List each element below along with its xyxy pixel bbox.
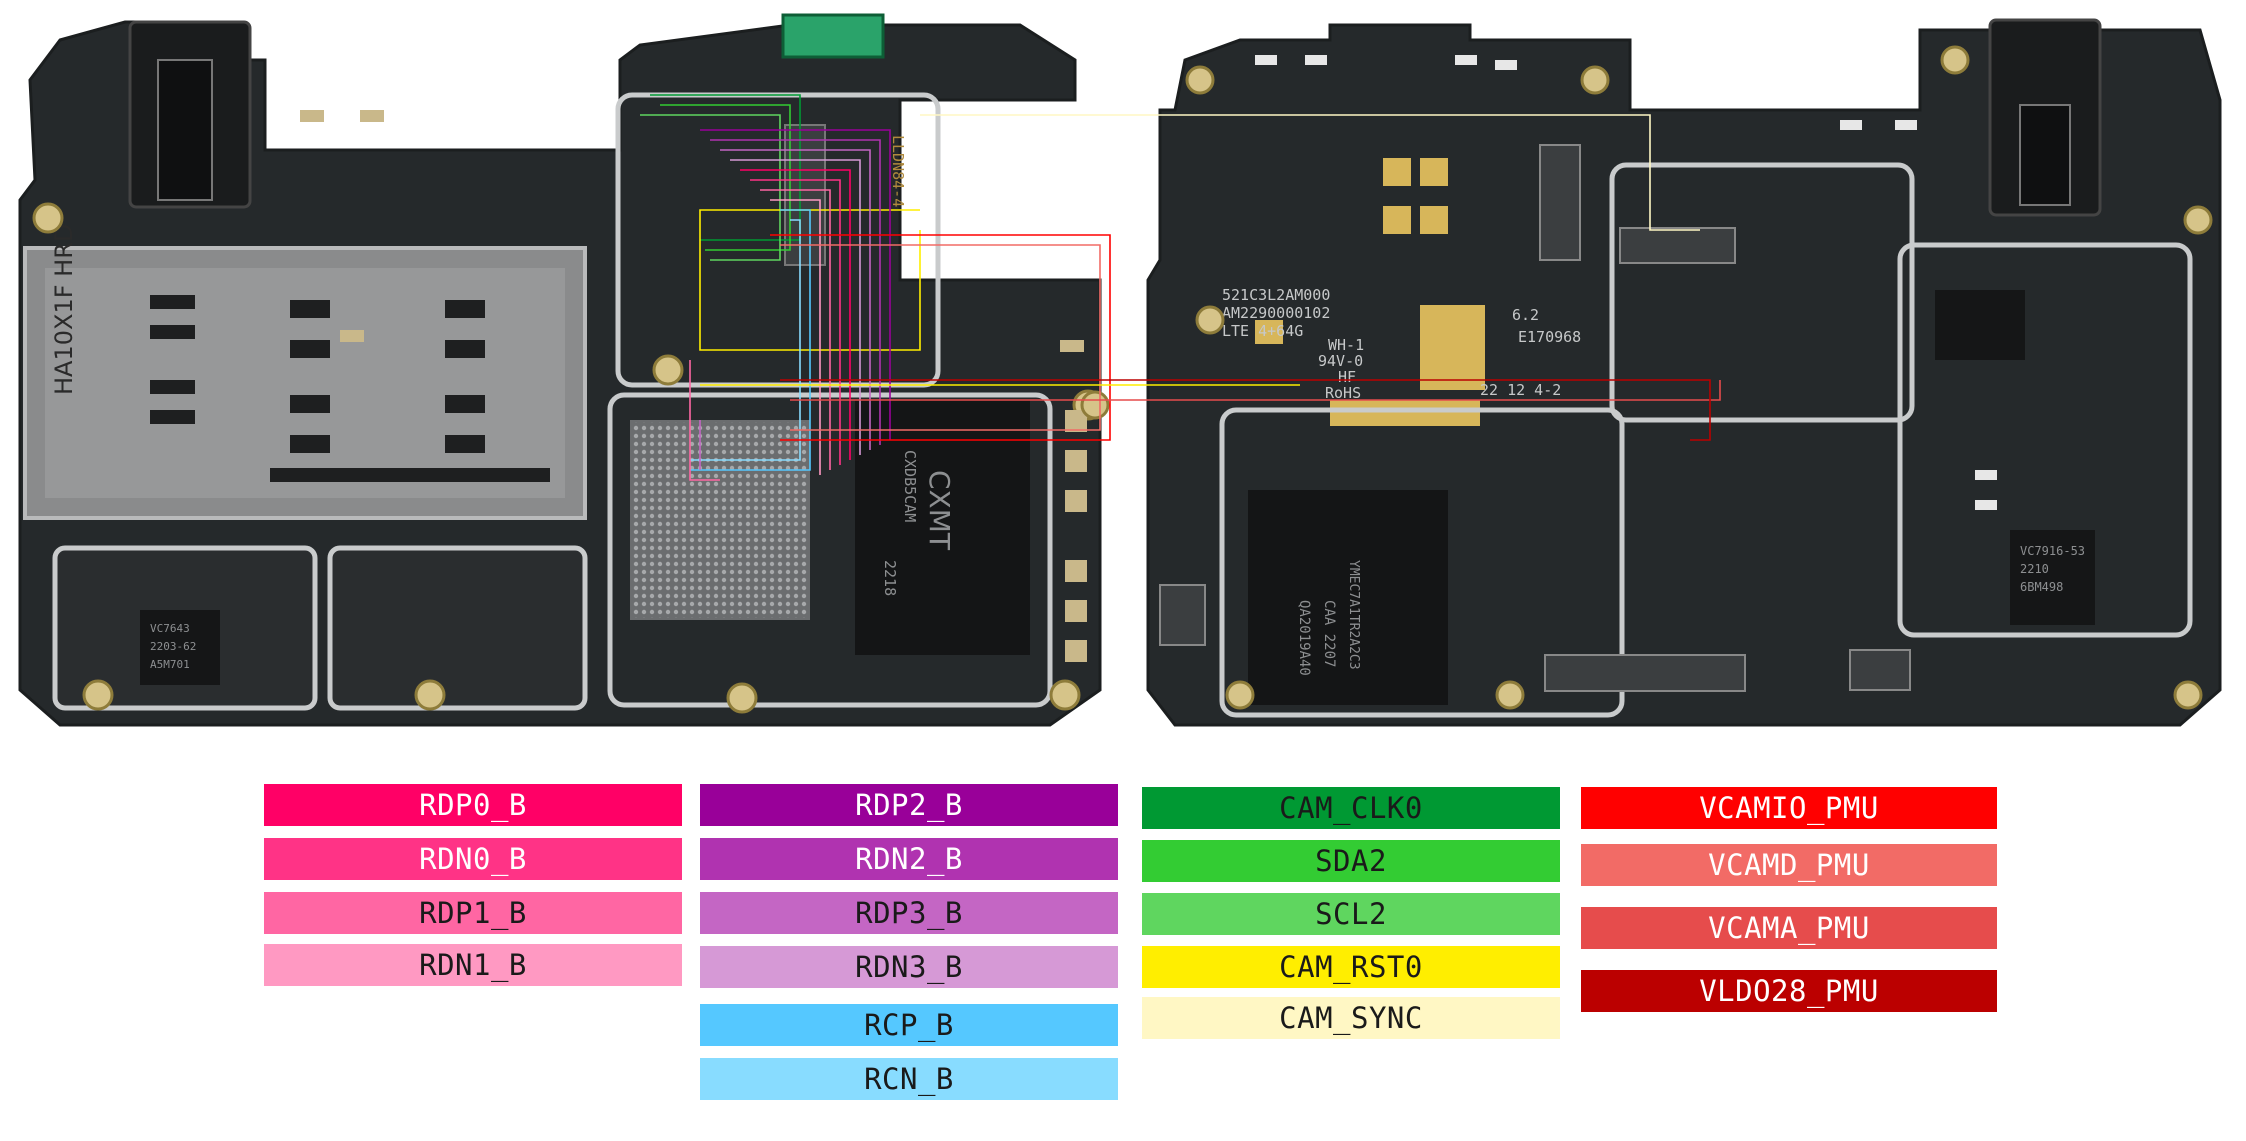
pcb-hf: HF	[1338, 368, 1356, 386]
right-chip-code2: YMEC7A1TR2A2C3	[1346, 560, 1361, 670]
sim-tray-text: HA10X1F HRD	[50, 224, 78, 395]
left-pmic-code: 2203-62	[150, 640, 196, 653]
pcb-e: E170968	[1518, 328, 1581, 346]
legend-swatch-vcama-pmu: VCAMA_PMU	[1581, 907, 1997, 949]
legend-swatch-cam-rst0: CAM_RST0	[1142, 946, 1560, 988]
pcb-rohs: RoHS	[1325, 384, 1361, 402]
legend-swatch-rdn0-b: RDN0_B	[264, 838, 682, 880]
legend-swatch-rcn-b: RCN_B	[700, 1058, 1118, 1100]
legend-swatch-rdn3-b: RDN3_B	[700, 946, 1118, 988]
legend-swatch-cam-clk0: CAM_CLK0	[1142, 787, 1560, 829]
right-board: 521C3L2AM000 AM2290000102 LTE 4+64G WH-1…	[1080, 18, 2222, 727]
right-pmic-code: 2210	[2020, 562, 2049, 576]
left-board: HA10X1F HRD VC7643 2203-62 A5M701 CXMT C…	[18, 13, 1104, 727]
left-pmic-marking: VC7643	[150, 622, 190, 635]
right-pmic-marking: VC7916-53	[2020, 544, 2085, 558]
legend-swatch-scl2: SCL2	[1142, 893, 1560, 935]
legend-swatch-rdn1-b: RDN1_B	[264, 944, 682, 986]
pcb-label-3: LTE 4+64G	[1222, 322, 1303, 340]
right-chip-marking: QA2019A40	[1296, 600, 1312, 676]
legend-swatch-rdp0-b: RDP0_B	[264, 784, 682, 826]
pcb-date: 22 12 4-2	[1480, 381, 1561, 399]
left-chip-marking: CXDB5CAM	[901, 450, 919, 522]
signal-traces	[640, 94, 1721, 481]
pcb-wh: WH-1	[1328, 336, 1364, 354]
legend-swatch-rdp2-b: RDP2_B	[700, 784, 1118, 826]
pcb-label-2: AM2290000102	[1222, 304, 1330, 322]
pcb-board-diagram: HA10X1F HRD VC7643 2203-62 A5M701 CXMT C…	[18, 13, 2222, 727]
right-pmic-code2: 6BM498	[2020, 580, 2063, 594]
legend-swatch-rdn2-b: RDN2_B	[700, 838, 1118, 880]
legend-swatch-rcp-b: RCP_B	[700, 1004, 1118, 1046]
pcb-ver: 6.2	[1512, 306, 1539, 324]
legend-swatch-rdp1-b: RDP1_B	[264, 892, 682, 934]
left-chip-logo: CXMT	[923, 470, 956, 551]
legend-swatch-vldo28-pmu: VLDO28_PMU	[1581, 970, 1997, 1012]
legend-swatch-vcamio-pmu: VCAMIO_PMU	[1581, 787, 1997, 829]
left-chip-code: 2218	[881, 560, 899, 596]
legend-swatch-cam-sync: CAM_SYNC	[1142, 997, 1560, 1039]
left-pmic-code2: A5M701	[150, 658, 190, 671]
legend-swatch-sda2: SDA2	[1142, 840, 1560, 882]
legend-swatch-rdp3-b: RDP3_B	[700, 892, 1118, 934]
connector-label: LLDN84-4	[889, 135, 907, 207]
legend-swatch-vcamd-pmu: VCAMD_PMU	[1581, 844, 1997, 886]
pcb-94v: 94V-0	[1318, 352, 1363, 370]
pcb-label-1: 521C3L2AM000	[1222, 286, 1330, 304]
right-chip-code: CAA 2207	[1321, 600, 1337, 667]
